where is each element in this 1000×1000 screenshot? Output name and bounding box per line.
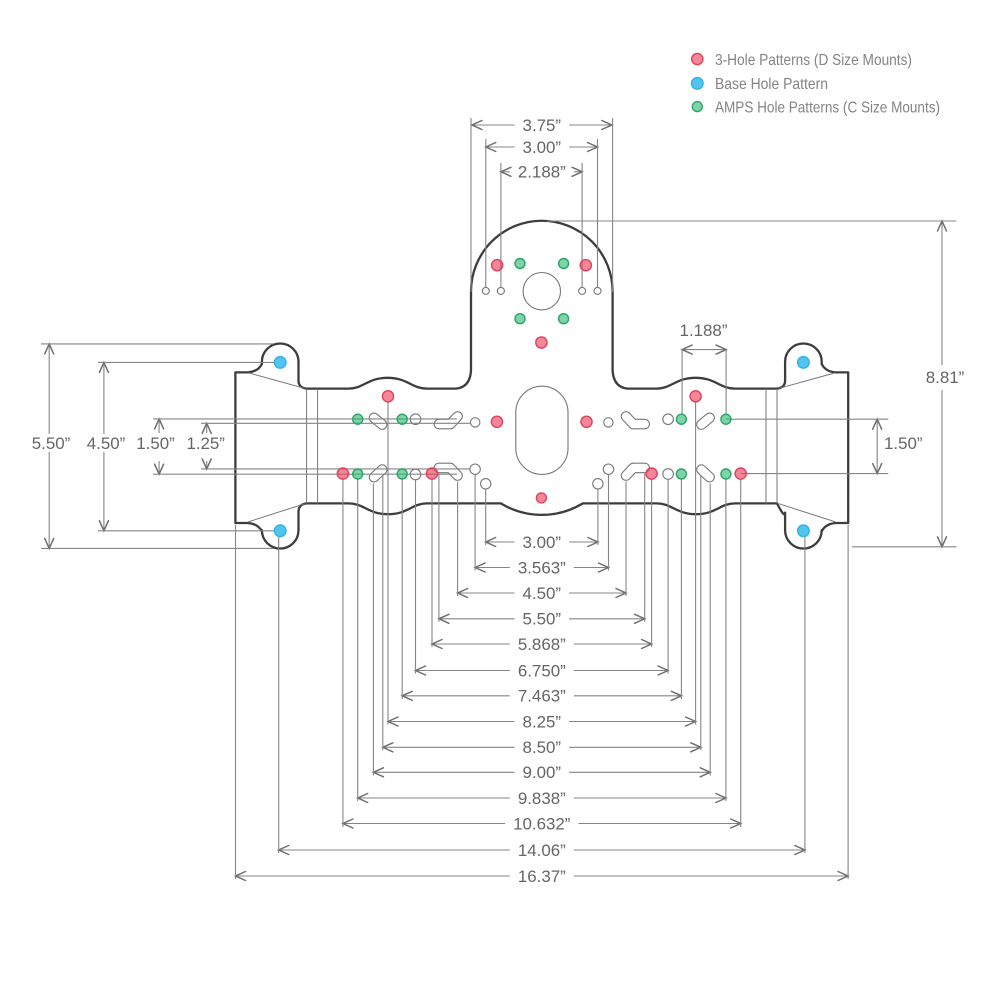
svg-text:6.750”: 6.750” — [518, 661, 566, 680]
svg-text:4.50”: 4.50” — [87, 434, 126, 453]
svg-text:16.37”: 16.37” — [518, 867, 566, 886]
svg-text:3.00”: 3.00” — [523, 533, 562, 552]
svg-text:5.868”: 5.868” — [518, 635, 566, 654]
svg-text:AMPS Hole Patterns (C Size Mou: AMPS Hole Patterns (C Size Mounts) — [715, 99, 940, 116]
svg-text:1.188”: 1.188” — [680, 321, 728, 340]
svg-text:5.50”: 5.50” — [523, 610, 562, 629]
svg-text:5.50”: 5.50” — [32, 434, 71, 453]
svg-text:1.50”: 1.50” — [136, 434, 175, 453]
svg-text:10.632”: 10.632” — [513, 814, 570, 833]
svg-text:1.25”: 1.25” — [186, 434, 225, 453]
svg-text:3.75”: 3.75” — [523, 116, 562, 135]
svg-text:3-Hole Patterns (D Size Mounts: 3-Hole Patterns (D Size Mounts) — [715, 52, 912, 69]
svg-text:2.188”: 2.188” — [518, 163, 566, 182]
svg-text:3.563”: 3.563” — [518, 558, 566, 577]
svg-text:8.50”: 8.50” — [523, 738, 562, 757]
svg-text:4.50”: 4.50” — [523, 584, 562, 603]
svg-text:9.838”: 9.838” — [518, 789, 566, 808]
svg-text:1.50”: 1.50” — [884, 434, 923, 453]
svg-text:3.00”: 3.00” — [523, 138, 562, 157]
svg-text:9.00”: 9.00” — [523, 763, 562, 782]
svg-text:14.06”: 14.06” — [518, 841, 566, 860]
svg-text:Base Hole Pattern: Base Hole Pattern — [715, 76, 828, 93]
svg-text:8.25”: 8.25” — [523, 712, 562, 731]
svg-text:8.81”: 8.81” — [926, 368, 965, 387]
svg-text:7.463”: 7.463” — [518, 687, 566, 706]
